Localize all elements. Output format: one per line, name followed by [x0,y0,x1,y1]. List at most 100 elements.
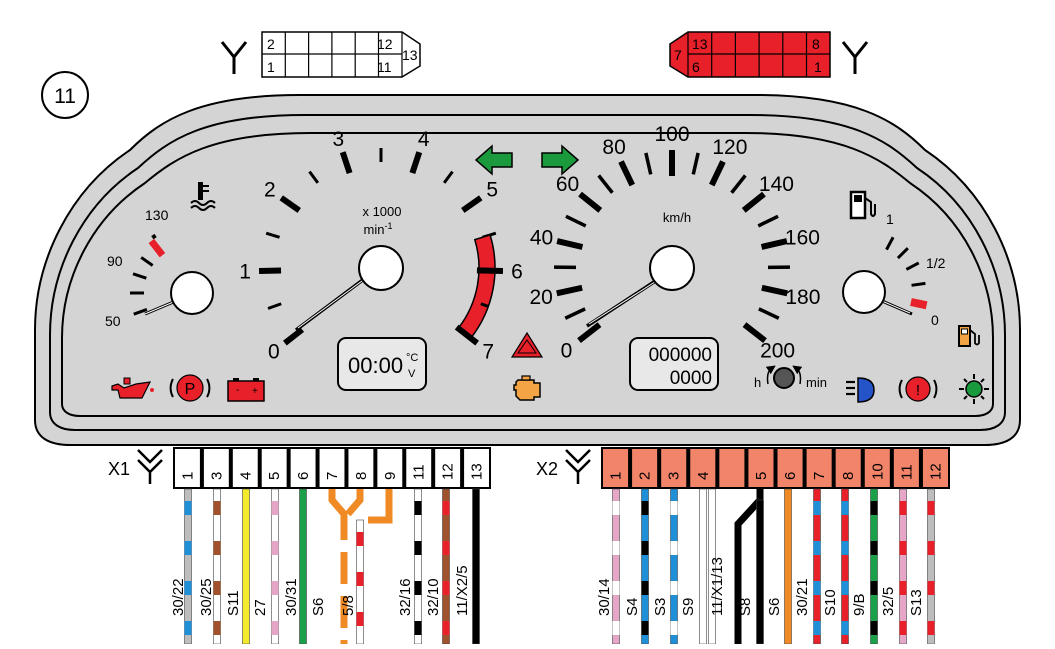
x2-wire-label: S8 [737,598,754,616]
wire-stripe [341,540,348,552]
x1-pin-number: 7 [324,472,341,480]
x2-pin-number: 11 [898,464,915,480]
x1-wire-label: 5/8 [340,595,357,616]
tacho-label: 6 [511,260,523,283]
temp-label-50: 50 [105,313,121,329]
x1-pin-number: 13 [469,463,486,480]
x1-pin-number: 12 [440,463,457,480]
wire-stripe [871,501,878,515]
x2-wire-label: S6 [766,598,783,616]
wire-stripe [272,581,279,595]
wire-stripe [814,541,821,555]
wire-stripe [871,621,878,635]
x1-pin-cell [291,449,316,487]
wire-stripe [671,621,678,635]
wire-stripe [415,581,422,595]
x1-pin-cell [262,449,287,487]
x2-pin-number: 8 [840,472,857,480]
svg-text:+: + [252,386,258,397]
x2-pin-number: 4 [695,472,712,480]
wire-stripe [341,628,348,640]
speedo-label: 100 [654,123,689,146]
tr-pin-8: 8 [812,36,820,52]
wire-stripe [272,501,279,515]
temp-label-130: 130 [145,207,169,223]
wire [300,489,307,644]
diagram-number-badge: 11 [42,72,88,118]
x2-wire-label: S13 [908,589,925,616]
wire-stripe [842,581,849,595]
battery-icon: - + [228,378,264,401]
wire-stripe [671,581,678,595]
wire-stripe [642,501,649,515]
x2-wire-label: 11/X1/13 [709,557,726,616]
x2-pin-cell [807,449,832,487]
tr-pin-13: 13 [692,36,708,52]
x1-pin-cell [175,449,200,487]
x1-pin-number: 4 [237,472,254,480]
tl-pin-1: 1 [267,59,275,75]
wire-stripe [928,581,935,595]
wire-stripe [443,541,450,555]
wire-stripe [443,501,450,515]
speedo-label: 20 [529,286,552,309]
x2-pin-number: 10 [869,463,886,480]
wire-stripe [341,584,348,596]
fuel-label-1: 1 [886,211,894,227]
diagram-number: 11 [54,85,76,108]
x2-pin-cell [748,449,773,487]
wire-stripe [814,581,821,595]
speedo-label: 40 [530,226,553,249]
speedo-hub [650,246,694,290]
x2-wire-label: 9/B [851,593,868,616]
speedo-label: 0 [561,339,573,362]
x2-wire-label: S3 [652,598,669,616]
x2-wire-label: S9 [680,598,697,616]
speedo-label: 160 [785,226,820,249]
wire-stripe [842,501,849,515]
speedo-label: 140 [759,173,794,196]
wire-stripe [928,501,935,515]
x1-label: X1 [108,459,130,479]
wire-stripe [443,581,450,595]
x1-wire-label: S11 [225,590,242,616]
wire-stripe [185,501,192,515]
x1-pin-number: 11 [411,464,428,480]
wire-stripe [415,541,422,555]
wire-stripe [357,612,364,626]
wire-stripe [357,572,364,586]
fuel-hub [843,271,885,313]
fuel-tick [911,302,927,305]
speedo-label: 200 [760,339,795,362]
odometer-trip: 0000 [670,368,712,389]
clock-display: 00:00 °C V [338,338,426,390]
tacho-label: 1 [239,260,251,283]
temp-hub [171,272,213,314]
tacho-label: 4 [418,128,430,151]
wire-stripe [613,541,620,555]
x2-pin-number: 2 [637,472,654,480]
wire-stripe [871,581,878,595]
wire-stripe [613,621,620,635]
wire-stripe [900,621,907,635]
wire-stripe [842,541,849,555]
tacho-label: 0 [268,341,280,364]
tl-pin-13: 13 [402,47,418,63]
x1-wire-label: 11/X2/5 [454,565,471,616]
x2-pin-number: 1 [608,472,625,480]
wire-stripe [814,501,821,515]
tacho-hub [359,246,403,290]
wire [368,489,389,520]
temp-tick [153,235,155,238]
x2-wire-label: 32/5 [880,587,897,616]
fuel-tick [912,283,926,285]
wire-stripe [671,501,678,515]
reset-label-min: min [806,375,827,390]
x2-wire-label: 30/14 [596,578,613,616]
x2-pin-number: 12 [928,463,945,480]
x2-pin-number: 7 [811,472,828,480]
fuel-label-0: 0 [931,312,939,328]
wire [332,489,344,644]
x2-pin-cell [719,449,744,487]
